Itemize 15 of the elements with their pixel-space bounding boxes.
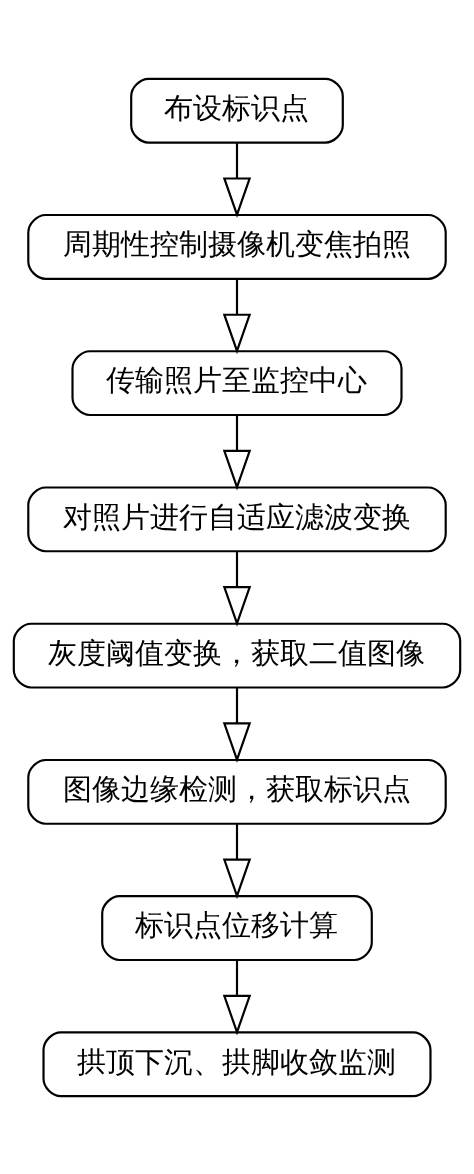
node-box: 布设标识点 — [130, 77, 344, 144]
arrow — [222, 959, 252, 1035]
arrow — [222, 823, 252, 899]
node-box: 灰度阈值变换，获取二值图像 — [12, 622, 462, 689]
node-box: 传输照片至监控中心 — [71, 349, 403, 416]
node-box: 对照片进行自适应滤波变换 — [27, 485, 447, 552]
arrow — [222, 142, 252, 218]
arrow — [222, 687, 252, 763]
node-box: 图像边缘检测，获取标识点 — [27, 758, 447, 825]
arrow — [222, 415, 252, 490]
arrow — [222, 278, 252, 354]
arrow — [222, 551, 252, 627]
node-box: 拱顶下沉、拱脚收敛监测 — [42, 1030, 432, 1097]
node-box: 标识点位移计算 — [101, 894, 373, 961]
node-box: 周期性控制摄像机变焦拍照 — [27, 213, 447, 280]
